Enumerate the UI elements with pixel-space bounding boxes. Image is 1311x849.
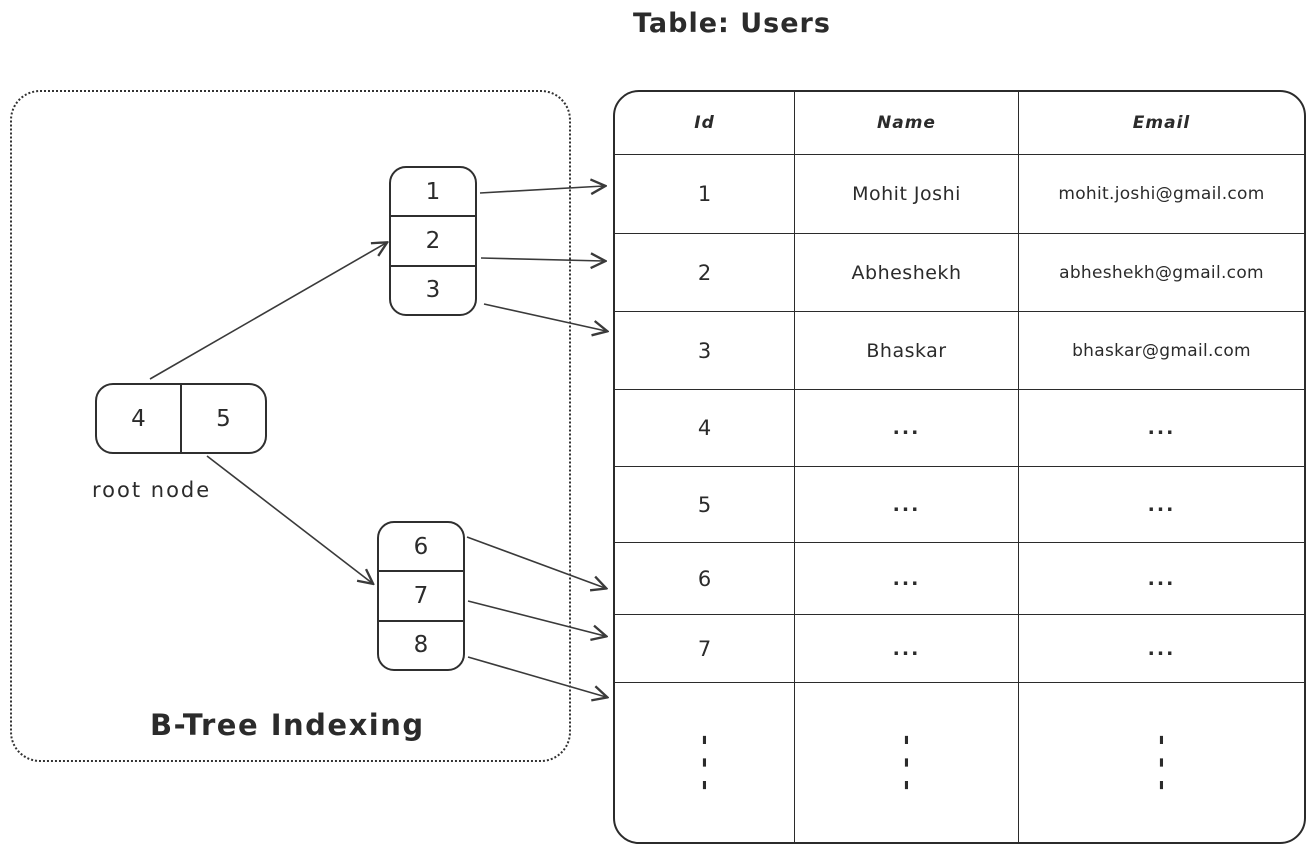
root-node-label: root node [92, 478, 212, 502]
table-row-1-id: 1 [615, 155, 795, 234]
leaf-key-2: 2 [391, 215, 475, 264]
column-header-email: Email [1019, 92, 1304, 155]
table-row-more-id: ⋮ [615, 683, 795, 842]
column-header-id: Id [615, 92, 795, 155]
vertical-ellipsis: ⋮ [1146, 722, 1177, 800]
table-row-6-id: 6 [615, 543, 795, 615]
table-row-1-name: Mohit Joshi [795, 155, 1019, 234]
column-header-name: Name [795, 92, 1019, 155]
table-row-3-id: 3 [615, 312, 795, 390]
leaf-key-3: 3 [391, 264, 475, 314]
users-table: Id Name Email 1 Mohit Joshi mohit.joshi@… [613, 90, 1306, 844]
vertical-ellipsis: ⋮ [689, 722, 720, 800]
table-row-3-email: bhaskar@gmail.com [1019, 312, 1304, 390]
table-row-more-email: ⋮ [1019, 683, 1304, 842]
table-row-7-name: ... [795, 615, 1019, 683]
btree-caption: B-Tree Indexing [150, 708, 425, 742]
root-key-4: 4 [97, 385, 182, 452]
table-row-6-email: ... [1019, 543, 1304, 615]
btree-container [10, 90, 571, 762]
table-row-5-name: ... [795, 467, 1019, 543]
leaf-key-1: 1 [425, 178, 441, 205]
table-row-6-name: ... [795, 543, 1019, 615]
table-row-2-name: Abheshekh [795, 234, 1019, 312]
btree-leaf-node-678: 6 7 8 [377, 521, 465, 671]
leaf-key-8: 8 [379, 619, 463, 669]
table-row-4-name: ... [795, 390, 1019, 467]
table-row-1-email: mohit.joshi@gmail.com [1019, 155, 1304, 234]
table-row-2-id: 2 [615, 234, 795, 312]
table-row-5-id: 5 [615, 467, 795, 543]
table-row-7-id: 7 [615, 615, 795, 683]
table-row-3-name: Bhaskar [795, 312, 1019, 390]
table-row-4-email: ... [1019, 390, 1304, 467]
table-row-7-email: ... [1019, 615, 1304, 683]
leaf-key-7: 7 [379, 570, 463, 619]
vertical-ellipsis: ⋮ [891, 722, 922, 800]
table-row-4-id: 4 [615, 390, 795, 467]
leaf-key-6: 6 [413, 533, 429, 560]
table-row-5-email: ... [1019, 467, 1304, 543]
btree-leaf-node-123: 1 2 3 [389, 166, 477, 316]
table-row-more-name: ⋮ [795, 683, 1019, 842]
btree-root-node: 4 5 [95, 383, 267, 454]
table-row-2-email: abheshekh@gmail.com [1019, 234, 1304, 312]
page-title: Table: Users [633, 8, 831, 39]
root-key-5: 5 [216, 405, 231, 432]
